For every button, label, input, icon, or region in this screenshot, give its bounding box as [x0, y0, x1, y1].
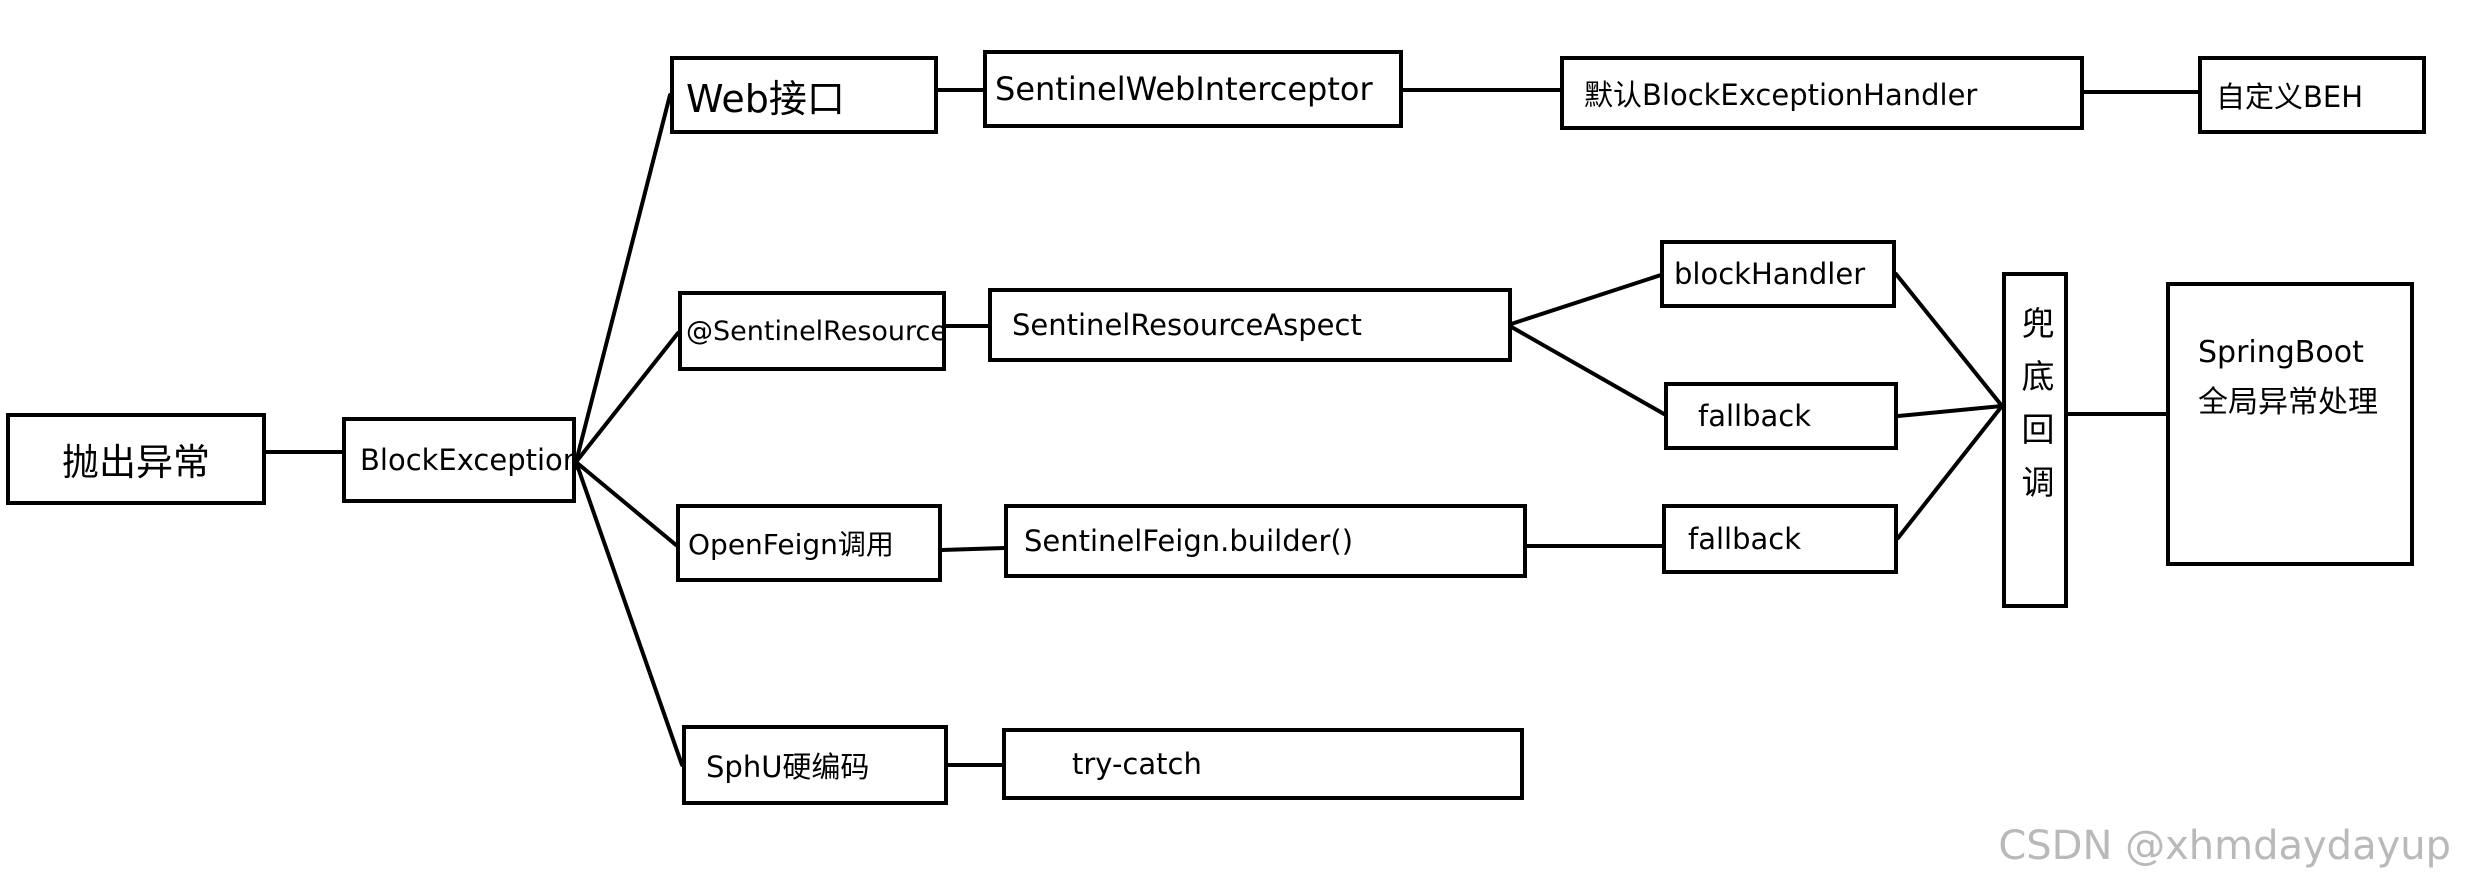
node-sentinel-resource-label: @SentinelResource	[686, 315, 947, 347]
node-throw-label: 抛出异常	[62, 441, 210, 484]
node-web-api-label: Web接口	[686, 76, 845, 121]
node-block-handler-label: blockHandler	[1674, 257, 1866, 291]
connector-blockexception-to-webapi	[574, 93, 672, 464]
node-fallback-2: fallback	[1662, 504, 1898, 574]
connector-blockexception-to-openfeign	[574, 460, 678, 547]
node-custom-beh-label: 自定义BEH	[2216, 80, 2364, 114]
node-web-api: Web接口	[670, 56, 938, 134]
connector-blockexception-to-sphu	[574, 460, 684, 767]
watermark: CSDN @xhmdaydayup	[1998, 823, 2451, 869]
connector-blockhandler-to-callback	[1894, 272, 2004, 408]
connector-aspect-to-fallback1	[1506, 323, 1666, 416]
node-feign-builder: SentinelFeign.builder()	[1004, 504, 1527, 578]
node-springboot: SpringBoot 全局异常处理	[2166, 282, 2414, 566]
node-fallback-1: fallback	[1664, 382, 1898, 450]
node-fallback-callback: 兜底回调	[2002, 272, 2068, 608]
node-block-exception-label: BlockException	[360, 443, 582, 477]
connector-openfeign-to-feignbuilder	[940, 546, 1006, 552]
node-custom-beh: 自定义BEH	[2198, 56, 2426, 134]
node-resource-aspect-label: SentinelResourceAspect	[1012, 308, 1362, 342]
node-openfeign: OpenFeign调用	[676, 504, 942, 582]
node-web-interceptor-label: SentinelWebInterceptor	[995, 70, 1373, 108]
node-try-catch: try-catch	[1002, 728, 1524, 800]
node-fallback-2-label: fallback	[1688, 522, 1802, 556]
node-sentinel-resource: @SentinelResource	[678, 291, 947, 371]
connector-fallback2-to-callback	[1896, 404, 2004, 540]
node-default-handler: 默认BlockExceptionHandler	[1560, 56, 2084, 130]
node-default-handler-label: 默认BlockExceptionHandler	[1584, 78, 1978, 112]
node-block-handler: blockHandler	[1660, 240, 1896, 308]
node-springboot-line1: SpringBoot	[2198, 335, 2364, 370]
node-openfeign-label: OpenFeign调用	[688, 528, 894, 561]
node-sphu-label: SphU硬编码	[706, 750, 870, 784]
node-springboot-line2: 全局异常处理	[2198, 385, 2378, 420]
connector-fallback1-to-callback	[1896, 404, 2004, 418]
node-fallback-1-label: fallback	[1698, 399, 1812, 433]
node-try-catch-label: try-catch	[1072, 747, 1202, 781]
connector-blockexception-to-sentinelresource	[574, 331, 680, 464]
node-sphu: SphU硬编码	[682, 725, 948, 805]
node-block-exception: BlockException	[342, 417, 581, 503]
node-throw: 抛出异常	[6, 413, 266, 505]
node-feign-builder-label: SentinelFeign.builder()	[1024, 524, 1354, 558]
connector-aspect-to-blockhandler	[1506, 272, 1666, 327]
node-web-interceptor: SentinelWebInterceptor	[983, 50, 1403, 128]
node-resource-aspect: SentinelResourceAspect	[988, 288, 1512, 362]
node-fallback-callback-label: 兜底回调	[2016, 306, 2055, 518]
